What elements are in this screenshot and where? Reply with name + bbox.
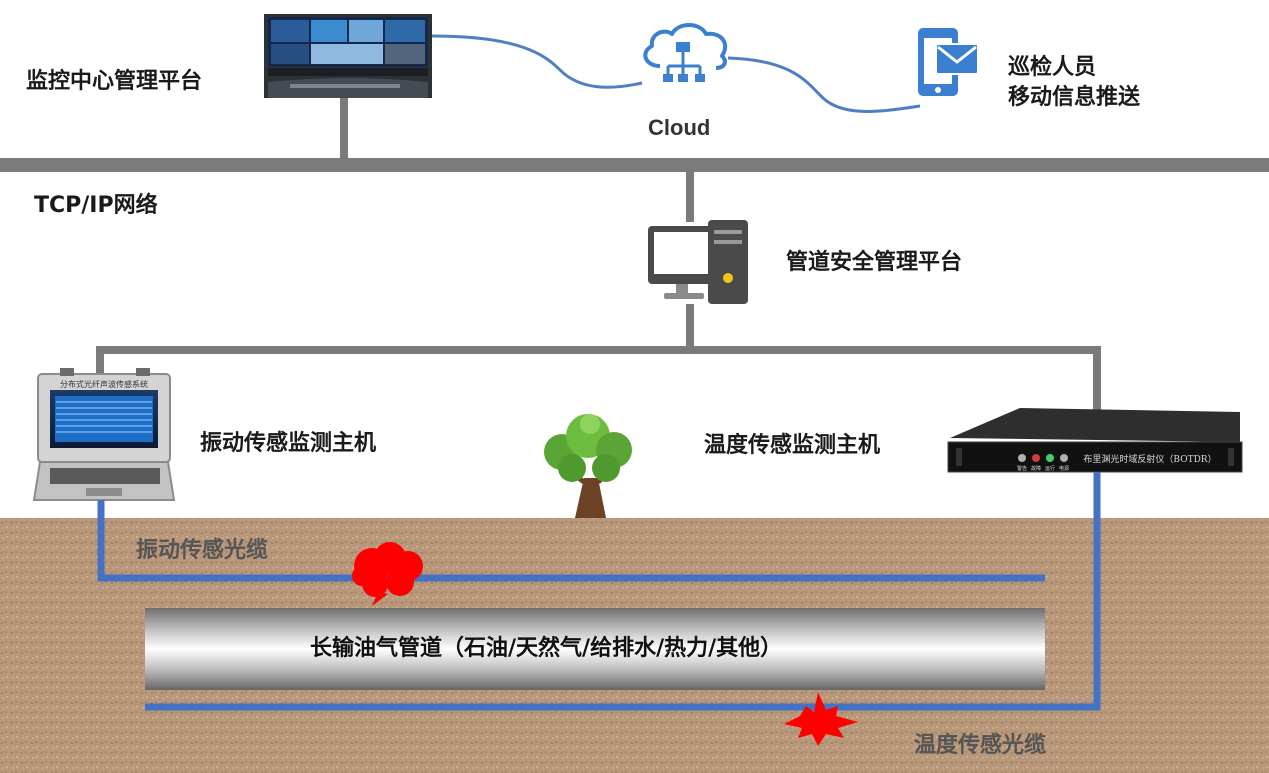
alarm-splash-icon: [784, 692, 858, 746]
rack-title-text: 布里渊光时域反射仪（BOTDR）: [1083, 453, 1216, 465]
desktop-server-icon: [648, 220, 748, 304]
pipeline-platform-label: 管道安全管理平台: [786, 250, 963, 275]
link-host-branch: [96, 346, 1101, 412]
pipeline-label: 长输油气管道（石油/天然气/给排水/热力/其他）: [310, 636, 783, 661]
video-wall-image: [264, 14, 432, 98]
pipeline-body: [145, 608, 1045, 690]
alarm-splash-icon: [352, 542, 423, 606]
cloud-network-icon: [643, 23, 728, 82]
link-cloud-mobile: [727, 56, 921, 113]
tcpip-label: TCP/IP网络: [34, 193, 158, 218]
tcpip-backbone: [0, 158, 1269, 172]
temperature-host-label: 温度传感监测主机: [704, 433, 881, 458]
network-lines: [0, 98, 1269, 412]
tree-icon: [544, 414, 632, 518]
monitoring-center-label: 监控中心管理平台: [26, 69, 203, 94]
rack-led-label: 警告: [1017, 465, 1027, 472]
rack-led-label: 电源: [1059, 465, 1069, 472]
cloud-links: [431, 34, 921, 113]
cloud-label: Cloud: [648, 115, 711, 140]
rack-led-label: 故障: [1031, 465, 1041, 472]
rugged-laptop-image: [32, 368, 176, 501]
temperature-cable-label: 温度传感光缆: [914, 733, 1047, 758]
vibration-fiber: [97, 500, 1045, 582]
link-wall-cloud: [431, 34, 643, 89]
mobile-message-icon: [918, 28, 979, 96]
laptop-title-text: 分布式光纤声波传感系统: [60, 379, 148, 389]
rack-led-label: 运行: [1045, 465, 1055, 472]
temperature-fiber: [145, 472, 1101, 711]
rack-instrument-image: [947, 408, 1243, 473]
fiber-cables: [97, 472, 1101, 711]
patrol-label-line2: 移动信息推送: [1008, 85, 1141, 110]
vibration-cable-label: 振动传感光缆: [136, 538, 269, 563]
patrol-label-line1: 巡检人员: [1008, 55, 1097, 80]
vibration-host-label: 振动传感监测主机: [200, 431, 377, 456]
